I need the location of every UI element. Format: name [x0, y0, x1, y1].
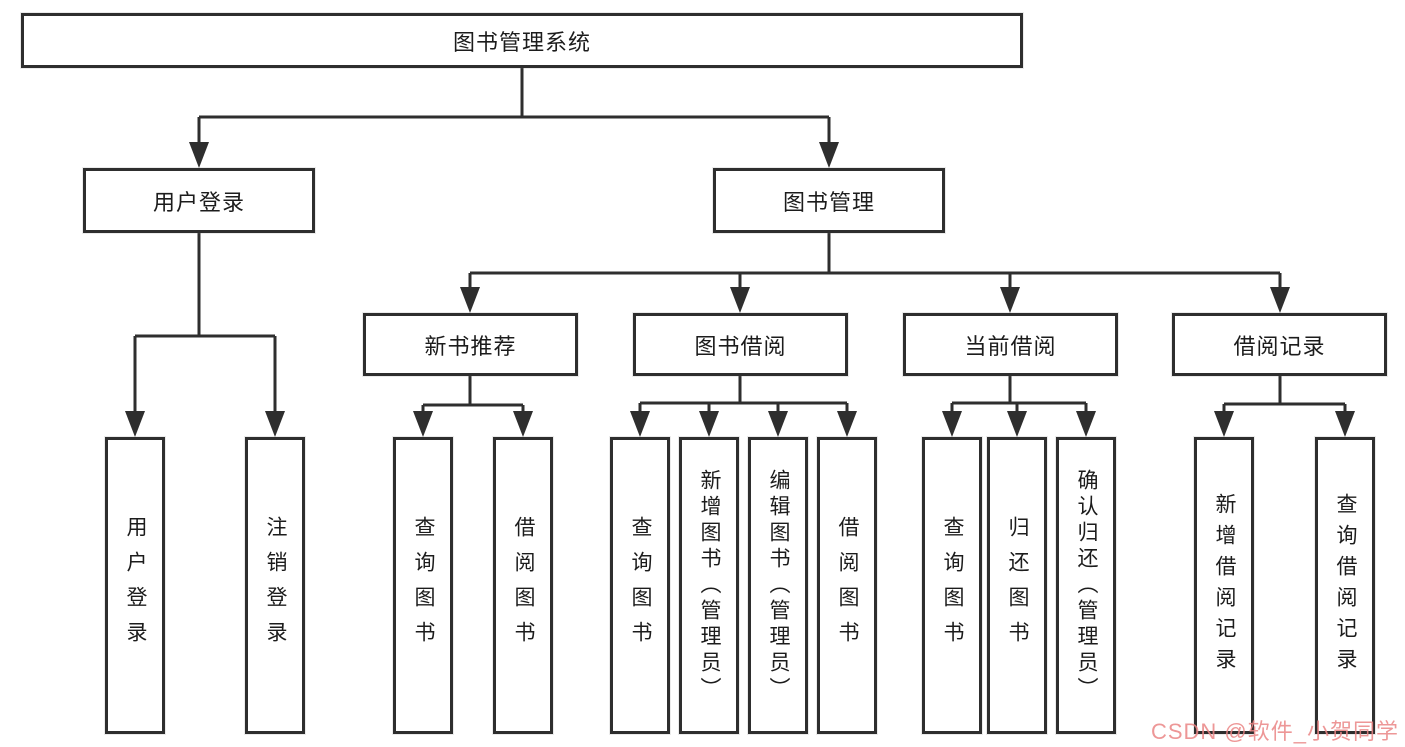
leaf-newbook-borrow: 借阅图书	[493, 437, 553, 734]
leaf-query-record-label: 查询借阅记录	[1334, 492, 1357, 679]
node-book-borrow: 图书借阅	[633, 313, 848, 376]
leaf-borrow-edit-admin: 编辑图书（管理员）	[748, 437, 808, 734]
watermark-text: CSDN @软件_小贺同学	[1150, 719, 1399, 744]
leaf-borrow-book: 借阅图书	[817, 437, 877, 734]
node-root: 图书管理系统	[21, 13, 1023, 68]
node-user-login-label: 用户登录	[152, 189, 245, 215]
leaf-return-book: 归还图书	[987, 437, 1047, 734]
leaf-query-record: 查询借阅记录	[1315, 437, 1375, 734]
watermark: CSDN @软件_小贺同学	[1151, 714, 1399, 746]
node-borrow-record: 借阅记录	[1172, 313, 1387, 376]
leaf-logout: 注销登录	[245, 437, 305, 734]
leaf-borrow-query-label: 查询图书	[629, 515, 652, 656]
node-book-borrow-label: 图书借阅	[694, 333, 787, 359]
leaf-add-record: 新增借阅记录	[1194, 437, 1254, 734]
node-book-management-label: 图书管理	[782, 189, 875, 215]
node-new-book-recommend-label: 新书推荐	[424, 333, 517, 359]
node-new-book-recommend: 新书推荐	[363, 313, 578, 376]
leaf-borrow-query: 查询图书	[610, 437, 670, 734]
leaf-add-record-label: 新增借阅记录	[1213, 492, 1236, 679]
leaf-borrow-edit-admin-label: 编辑图书（管理员）	[767, 468, 790, 703]
leaf-borrow-book-label: 借阅图书	[836, 515, 859, 656]
leaf-confirm-return-admin-label: 确认归还（管理员）	[1075, 468, 1098, 703]
leaf-newbook-query-label: 查询图书	[412, 515, 435, 656]
node-current-borrow: 当前借阅	[903, 313, 1118, 376]
leaf-logout-label: 注销登录	[264, 515, 287, 656]
leaf-current-query-label: 查询图书	[941, 515, 964, 656]
leaf-newbook-borrow-label: 借阅图书	[512, 515, 535, 656]
leaf-user-login-label: 用户登录	[124, 515, 147, 656]
leaf-borrow-add-admin: 新增图书（管理员）	[679, 437, 739, 734]
leaf-borrow-add-admin-label: 新增图书（管理员）	[698, 468, 721, 703]
node-root-label: 图书管理系统	[452, 29, 591, 55]
node-current-borrow-label: 当前借阅	[964, 333, 1057, 359]
node-borrow-record-label: 借阅记录	[1233, 333, 1326, 359]
leaf-current-query: 查询图书	[922, 437, 982, 734]
node-user-login: 用户登录	[83, 168, 315, 233]
leaf-return-book-label: 归还图书	[1006, 515, 1029, 656]
leaf-newbook-query: 查询图书	[393, 437, 453, 734]
node-book-management: 图书管理	[713, 168, 945, 233]
leaf-user-login: 用户登录	[105, 437, 165, 734]
arrowhead-icons	[125, 142, 1355, 437]
leaf-confirm-return-admin: 确认归还（管理员）	[1056, 437, 1116, 734]
